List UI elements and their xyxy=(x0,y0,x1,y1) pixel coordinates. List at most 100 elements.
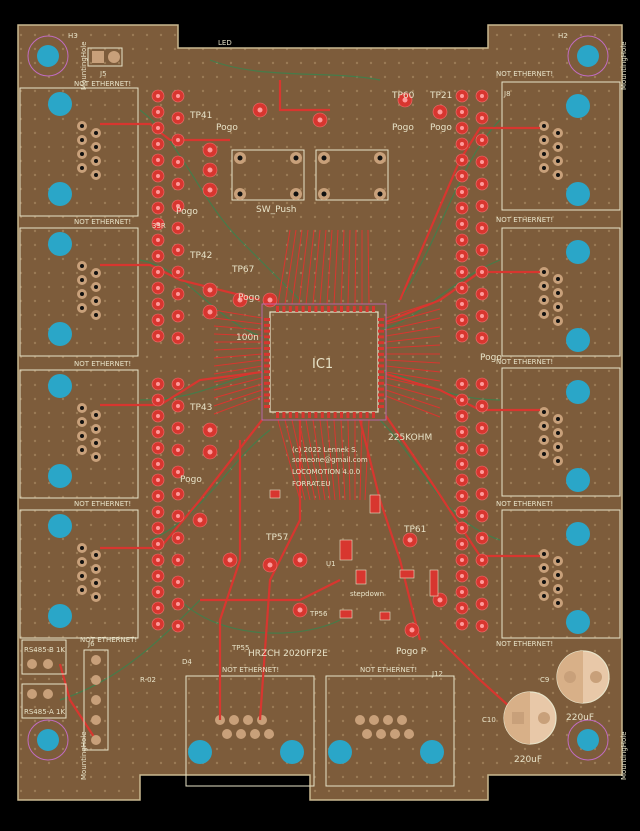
label-tp41: TP41 xyxy=(189,111,212,121)
label-tp43: TP43 xyxy=(189,403,212,413)
trace-top-12 xyxy=(278,80,330,112)
label-credit-4: FORRAT.EU xyxy=(292,480,330,488)
test-pads xyxy=(151,89,489,638)
label-pogo-1: Pogo xyxy=(392,123,414,133)
label-pogo-bottom: Pogo P xyxy=(396,647,427,657)
trace-top-7 xyxy=(385,415,540,558)
label-hrz: HRZCH 2020FF2E xyxy=(248,649,328,659)
label-ohm: 225KOHM xyxy=(388,433,432,443)
bottom-connectors xyxy=(185,675,455,787)
label-j5: J5 xyxy=(99,70,107,78)
label-not-ethernet-l5: NOT ETHERNET! xyxy=(80,636,137,644)
rj-connector-left-1 xyxy=(19,87,139,217)
label-tp57: TP57 xyxy=(265,533,288,543)
label-tp55: TP55 xyxy=(231,644,249,652)
label-not-ethernet-l4: NOT ETHERNET! xyxy=(74,500,131,508)
copper-traces xyxy=(58,59,540,741)
label-c9: C9 xyxy=(540,676,549,684)
label-rs485-b: RS485-B 1K xyxy=(24,646,65,654)
trace-top-8 xyxy=(218,440,242,720)
label-tp42: TP42 xyxy=(189,251,212,261)
trace-bottom-10 xyxy=(59,599,201,701)
label-pogo-2: Pogo xyxy=(430,123,452,133)
trace-top-14 xyxy=(58,663,97,741)
trace-bottom-7 xyxy=(379,419,501,541)
rj-connector-right-4 xyxy=(501,509,621,639)
trace-top-3 xyxy=(100,419,263,550)
trace-top-1 xyxy=(100,263,261,302)
rs485-headers xyxy=(21,639,109,751)
label-u1: U1 xyxy=(326,560,336,568)
rj-connector-bottom-2 xyxy=(325,675,455,787)
label-not-ethernet-r3: NOT ETHERNET! xyxy=(496,358,553,366)
label-j6: J6 xyxy=(87,640,95,648)
rj-connector-right-3 xyxy=(501,367,621,497)
trace-bottom-8 xyxy=(179,599,341,634)
trace-top-11 xyxy=(439,639,521,717)
trace-bottom-1 xyxy=(139,259,271,341)
left-connectors xyxy=(19,87,139,639)
label-tp21: TP21 xyxy=(429,91,452,101)
label-ic1: IC1 xyxy=(312,357,333,372)
rj-connector-left-4 xyxy=(19,509,139,639)
trace-top-4 xyxy=(398,126,540,301)
push-switch-1 xyxy=(231,149,305,201)
trace-bottom-3 xyxy=(149,429,271,541)
trace-top-2 xyxy=(100,370,263,407)
mounting-hole-br xyxy=(567,719,609,761)
trace-bottom-9 xyxy=(209,59,381,81)
label-r02: R-02 xyxy=(140,676,156,684)
mounting-hole-tr xyxy=(567,35,609,77)
label-220uf-b: 220uF xyxy=(514,755,542,765)
label-not-ethernet-r4: NOT ETHERNET! xyxy=(496,500,553,508)
label-credit-1: (c) 2022 Lennek S. xyxy=(292,446,358,454)
trace-top-13 xyxy=(200,579,341,602)
rj-connector-left-2 xyxy=(19,227,139,357)
rj-connector-left-3 xyxy=(19,369,139,499)
label-pogo-6: Pogo xyxy=(480,353,502,363)
electrolytic-cap-c9 xyxy=(556,650,610,704)
push-switch-2 xyxy=(315,149,389,201)
label-sw-push: SW_Push xyxy=(256,205,296,215)
label-not-ethernet-b1: NOT ETHERNET! xyxy=(222,666,279,674)
label-not-ethernet-r5: NOT ETHERNET! xyxy=(496,640,553,648)
label-not-ethernet-r2: NOT ETHERNET! xyxy=(496,216,553,224)
rj-connector-bottom-1 xyxy=(185,675,315,787)
label-rs485-a: RS485-A 1K xyxy=(24,708,66,716)
label-pogo-5: Pogo xyxy=(238,293,260,303)
trace-top-10 xyxy=(358,419,422,641)
label-h3: H3 xyxy=(68,32,78,40)
ic1-footprint xyxy=(261,303,387,421)
trace-top-9 xyxy=(258,420,302,721)
rj-connector-right-1 xyxy=(501,81,621,211)
label-not-ethernet-l3: NOT ETHERNET! xyxy=(74,360,131,368)
label-h2: H2 xyxy=(558,32,568,40)
label-tp61: TP61 xyxy=(403,525,426,535)
electrolytic-cap-c10 xyxy=(503,691,557,745)
label-not-ethernet-l1: NOT ETHERNET! xyxy=(74,80,131,88)
label-pogo-3: Pogo xyxy=(216,123,238,133)
label-mounting-bl: MountingHole xyxy=(80,731,88,780)
label-not-ethernet-b2: NOT ETHERNET! xyxy=(360,666,417,674)
label-stepdown: stepdown xyxy=(350,590,384,598)
label-d4: D4 xyxy=(182,658,192,666)
label-pogo-4: Pogo xyxy=(176,207,198,217)
label-tp67: TP67 xyxy=(231,265,254,275)
mounting-hole-tl xyxy=(27,35,69,77)
rj-connector-right-2 xyxy=(501,227,621,357)
label-pogo-7: Pogo xyxy=(180,475,202,485)
label-100n: 100n xyxy=(236,333,259,343)
label-mounting-br: MountingHole xyxy=(620,731,628,780)
label-j12: J12 xyxy=(431,670,443,678)
label-mounting-tr: MountingHole xyxy=(620,41,628,90)
right-connectors xyxy=(501,81,621,639)
header-j5 xyxy=(87,47,123,67)
label-not-ethernet-r1: NOT ETHERNET! xyxy=(496,70,553,78)
label-c10: C10 xyxy=(482,716,496,724)
label-not-ethernet-l2: NOT ETHERNET! xyxy=(74,218,131,226)
silkscreen-labels: MountingHole MountingHole MountingHole M… xyxy=(24,32,628,780)
mounting-hole-bl xyxy=(27,719,69,761)
label-220uf-a: 220uF xyxy=(566,713,594,723)
